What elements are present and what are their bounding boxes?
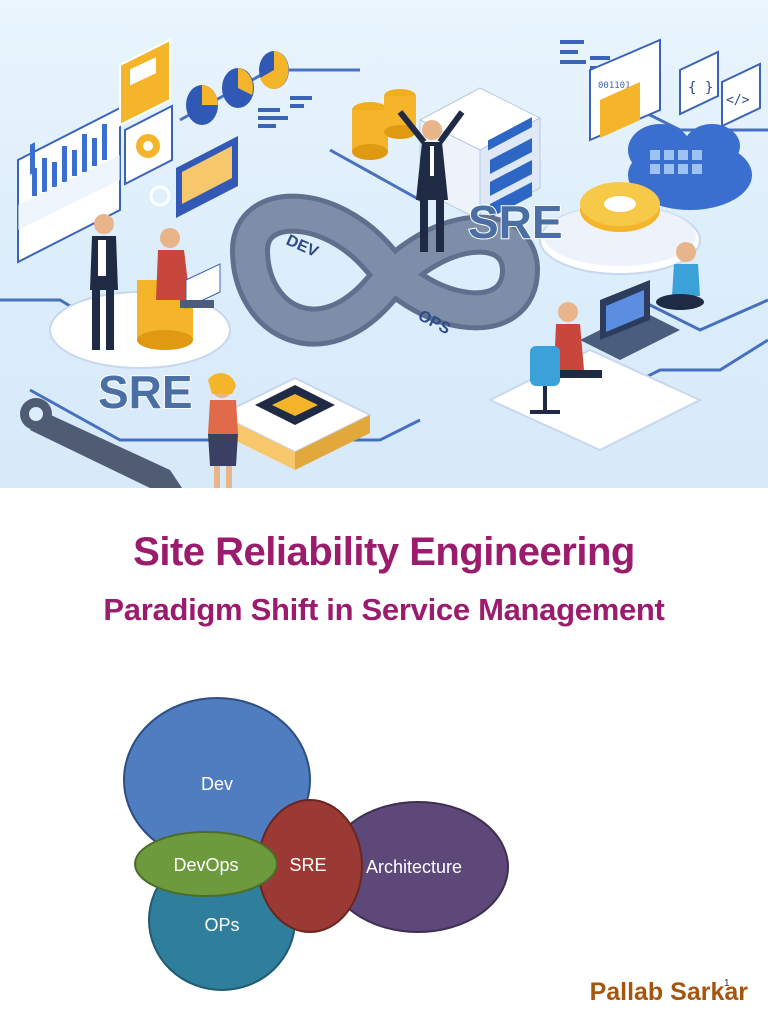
binary-code-text: 001101: [598, 81, 631, 91]
devops-ellipse: [134, 831, 278, 897]
book-subtitle: Paradigm Shift in Service Management: [103, 592, 665, 627]
cloud-icon: [628, 124, 752, 210]
devops-infinity-loop: DEV OPS: [230, 193, 540, 347]
book-title: Site Reliability Engineering: [133, 530, 635, 574]
dev-label: Dev: [201, 774, 233, 794]
person-standing-left: [90, 214, 118, 350]
sre-label: SRE: [289, 855, 326, 875]
person-standing-arms-up: [397, 110, 465, 252]
code-document-icon: 001101: [589, 38, 661, 142]
analytics-panels-icon: [119, 38, 238, 218]
braces-icon: { }: [688, 80, 713, 96]
venn-diagram: Dev DevOps SRE Architecture OPs: [110, 680, 530, 1000]
sre-label-left: SRE: [98, 366, 193, 418]
venn-diagram-svg: Dev DevOps SRE Architecture OPs: [123, 697, 509, 991]
author-name: Pallab Sarkar: [589, 978, 748, 1006]
ops-label: OPs: [204, 915, 239, 935]
html-tag-icon: </>: [726, 93, 750, 108]
gear-platform: [539, 205, 701, 275]
person-standing-woman: [208, 373, 238, 488]
pie-chart-icons: [186, 51, 289, 125]
microchip-platform: [217, 376, 373, 470]
person-with-laptop: [156, 228, 221, 309]
cover-illustration: 001101 { } </>: [0, 0, 768, 488]
architecture-label: Architecture: [366, 857, 462, 877]
coin-stacks-icon: [352, 89, 416, 160]
person-seated-right: [656, 242, 704, 310]
dashboard-panel-icon: [17, 106, 121, 264]
wrench-icon: [20, 398, 182, 488]
sre-label-top: SRE: [468, 196, 563, 248]
devops-label: DevOps: [173, 855, 238, 875]
gear-icon: [580, 182, 660, 232]
code-tags-icon: { } </>: [679, 50, 761, 128]
page-number: 1: [724, 978, 730, 989]
isometric-sre-illustration: 001101 { } </>: [0, 38, 768, 488]
person-at-desk: [530, 302, 602, 414]
